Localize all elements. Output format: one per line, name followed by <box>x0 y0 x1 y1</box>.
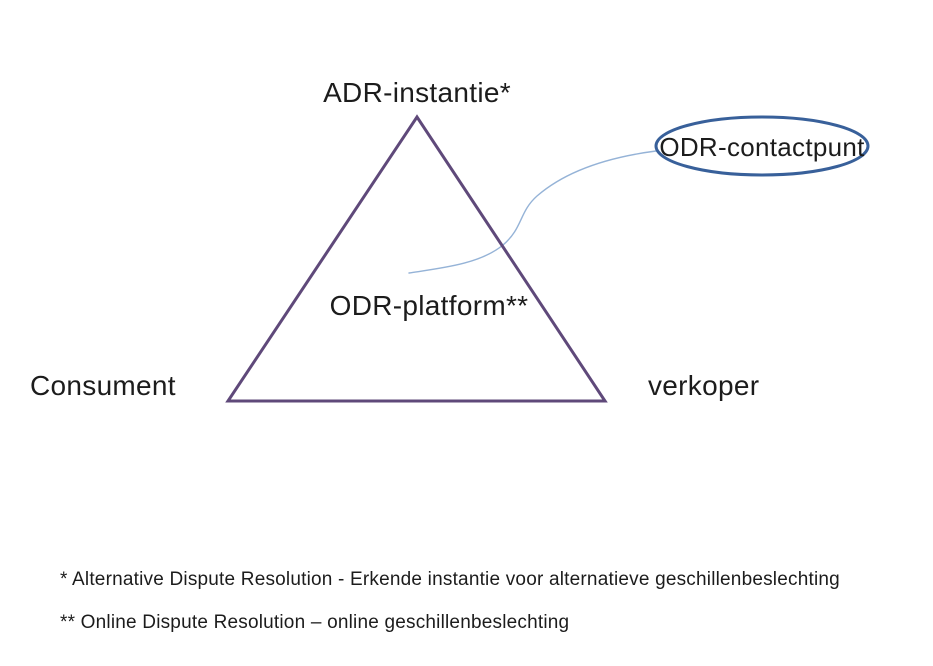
connector-curve <box>408 150 657 274</box>
adr-instantie-label: ADR-instantie* <box>323 77 511 108</box>
odr-contactpunt-ellipse <box>654 115 870 177</box>
odr-platform-label: ODR-platform** <box>329 290 529 321</box>
footnote-odr: ** Online Dispute Resolution – online ge… <box>60 612 570 633</box>
verkoper-label: verkoper <box>648 370 760 401</box>
odr-contactpunt-label: ODR-contactpunt <box>659 132 865 162</box>
consument-label: Consument <box>30 370 176 401</box>
footnote-adr: * Alternative Dispute Resolution - Erken… <box>60 569 840 590</box>
triangle-shape <box>225 114 608 403</box>
